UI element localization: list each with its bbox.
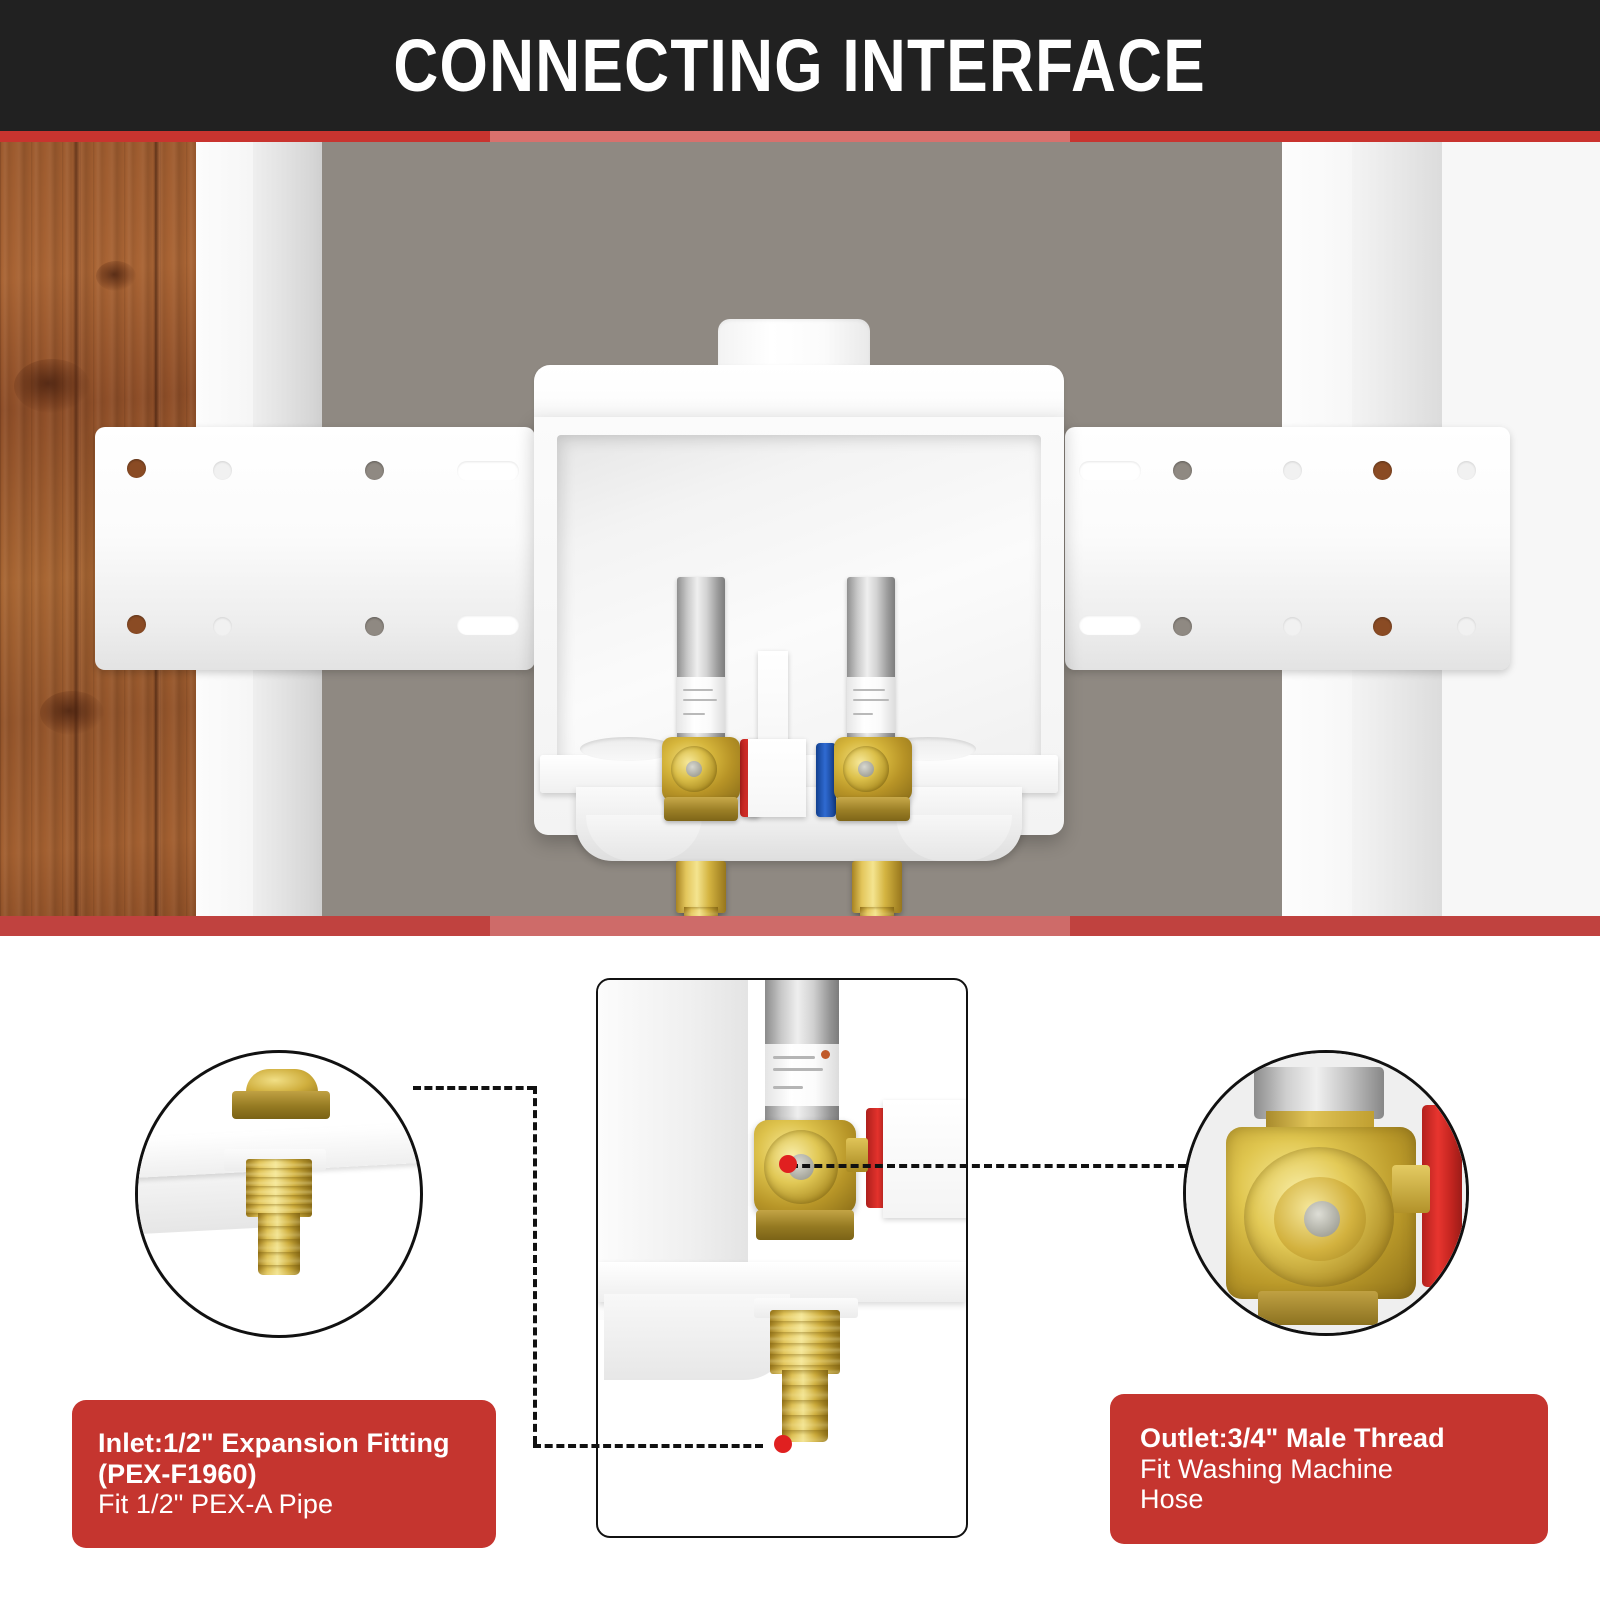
- bracket-hole-icon: [1373, 617, 1392, 636]
- page-title: CONNECTING INTERFACE: [393, 23, 1207, 107]
- bracket-hole-icon: [127, 459, 146, 478]
- page-header: CONNECTING INTERFACE: [0, 0, 1600, 131]
- wood-knot-icon: [40, 691, 104, 735]
- box-body: [534, 417, 1064, 861]
- bracket-slot-icon: [1079, 461, 1141, 481]
- leader-line-inlet-top: [413, 1086, 535, 1090]
- expansion-fitting-thread: [246, 1159, 312, 1217]
- outlet-callout-subtitle-line2: Hose: [1140, 1484, 1204, 1515]
- valve-side-port: [1392, 1165, 1430, 1213]
- arrestor-label: [847, 677, 895, 733]
- base-boss: [586, 815, 702, 861]
- inlet-callout-title-line2: (PEX-F1960): [98, 1458, 257, 1489]
- outlet-marker-dot: [779, 1155, 797, 1173]
- bracket-hole-icon: [127, 615, 146, 634]
- hero-product-photo: [0, 131, 1600, 936]
- bracket-hole-icon: [1173, 461, 1192, 480]
- arrestor-label: [677, 677, 725, 733]
- leader-line-inlet-vertical: [533, 1086, 537, 1444]
- leader-line-inlet-bottom: [533, 1444, 763, 1448]
- inlet-callout-subtitle: Fit 1/2" PEX-A Pipe: [98, 1489, 334, 1520]
- water-hammer-arrestor-cold: [847, 577, 895, 745]
- wood-knot-icon: [14, 359, 90, 413]
- blue-valve-handle: [816, 743, 836, 817]
- valve-stem: [858, 761, 874, 777]
- bracket-slot-icon: [457, 615, 519, 635]
- wood-knot-icon: [96, 261, 136, 291]
- pex-outlet-right: [852, 861, 902, 913]
- detail-section: [0, 936, 1600, 1600]
- right-mounting-bracket: [1065, 427, 1510, 670]
- left-mounting-bracket: [95, 427, 535, 670]
- water-hammer-arrestor-hot: [677, 577, 725, 745]
- arrestor-cap: [1254, 1067, 1384, 1119]
- expansion-fitting-thread: [770, 1310, 840, 1374]
- outlet-callout-subtitle-line1: Fit Washing Machine: [1140, 1453, 1393, 1484]
- pex-barb: [258, 1213, 300, 1275]
- leader-line-outlet: [790, 1164, 1186, 1168]
- bracket-hole-icon: [1283, 617, 1302, 636]
- pex-outlet-left: [676, 861, 726, 913]
- product-hang-tag: [748, 739, 806, 817]
- photo-bottom-rule: [0, 916, 1600, 936]
- base-boss: [896, 815, 1012, 861]
- valve-nut-hot: [664, 797, 738, 821]
- inlet-callout: Inlet:1/2" Expansion Fitting (PEX-F1960)…: [72, 1400, 496, 1548]
- bracket-hole-icon: [365, 461, 384, 480]
- bracket-hole-icon: [1173, 617, 1192, 636]
- valve-side-port: [846, 1138, 868, 1172]
- inlet-marker-dot: [774, 1435, 792, 1453]
- bracket-hole-icon: [213, 461, 232, 480]
- product-hang-tag: [883, 1100, 966, 1218]
- outlet-box: [534, 319, 1064, 936]
- outlet-callout-title: Outlet:3/4" Male Thread: [1140, 1422, 1445, 1453]
- valve-nut: [1258, 1291, 1378, 1325]
- base-knockout-ring: [580, 737, 676, 761]
- brass-ball-valve-hot: [662, 737, 740, 801]
- bracket-hole-icon: [1283, 461, 1302, 480]
- valve-stem: [1304, 1201, 1340, 1237]
- bracket-hole-icon: [1457, 461, 1476, 480]
- photo-top-rule: [0, 131, 1600, 142]
- valve-nut-cold: [836, 797, 910, 821]
- outlet-callout: Outlet:3/4" Male Thread Fit Washing Mach…: [1110, 1394, 1548, 1544]
- bracket-hole-icon: [213, 617, 232, 636]
- bracket-hole-icon: [1373, 461, 1392, 480]
- inlet-detail-closeup: [135, 1050, 423, 1338]
- valve-nut: [756, 1210, 854, 1240]
- pex-barb: [782, 1370, 828, 1442]
- inlet-callout-title: Inlet:1/2" Expansion Fitting: [98, 1427, 450, 1458]
- valve-assembly-closeup: [596, 978, 968, 1538]
- bracket-hole-icon: [365, 617, 384, 636]
- bracket-slot-icon: [457, 461, 519, 481]
- box-cavity: [557, 435, 1041, 775]
- valve-nut: [232, 1091, 330, 1119]
- bracket-slot-icon: [1079, 615, 1141, 635]
- outlet-detail-closeup: [1183, 1050, 1469, 1336]
- valve-stem: [686, 761, 702, 777]
- bracket-hole-icon: [1457, 617, 1476, 636]
- brass-ball-valve-cold: [834, 737, 912, 801]
- arrestor-label: [765, 1044, 839, 1106]
